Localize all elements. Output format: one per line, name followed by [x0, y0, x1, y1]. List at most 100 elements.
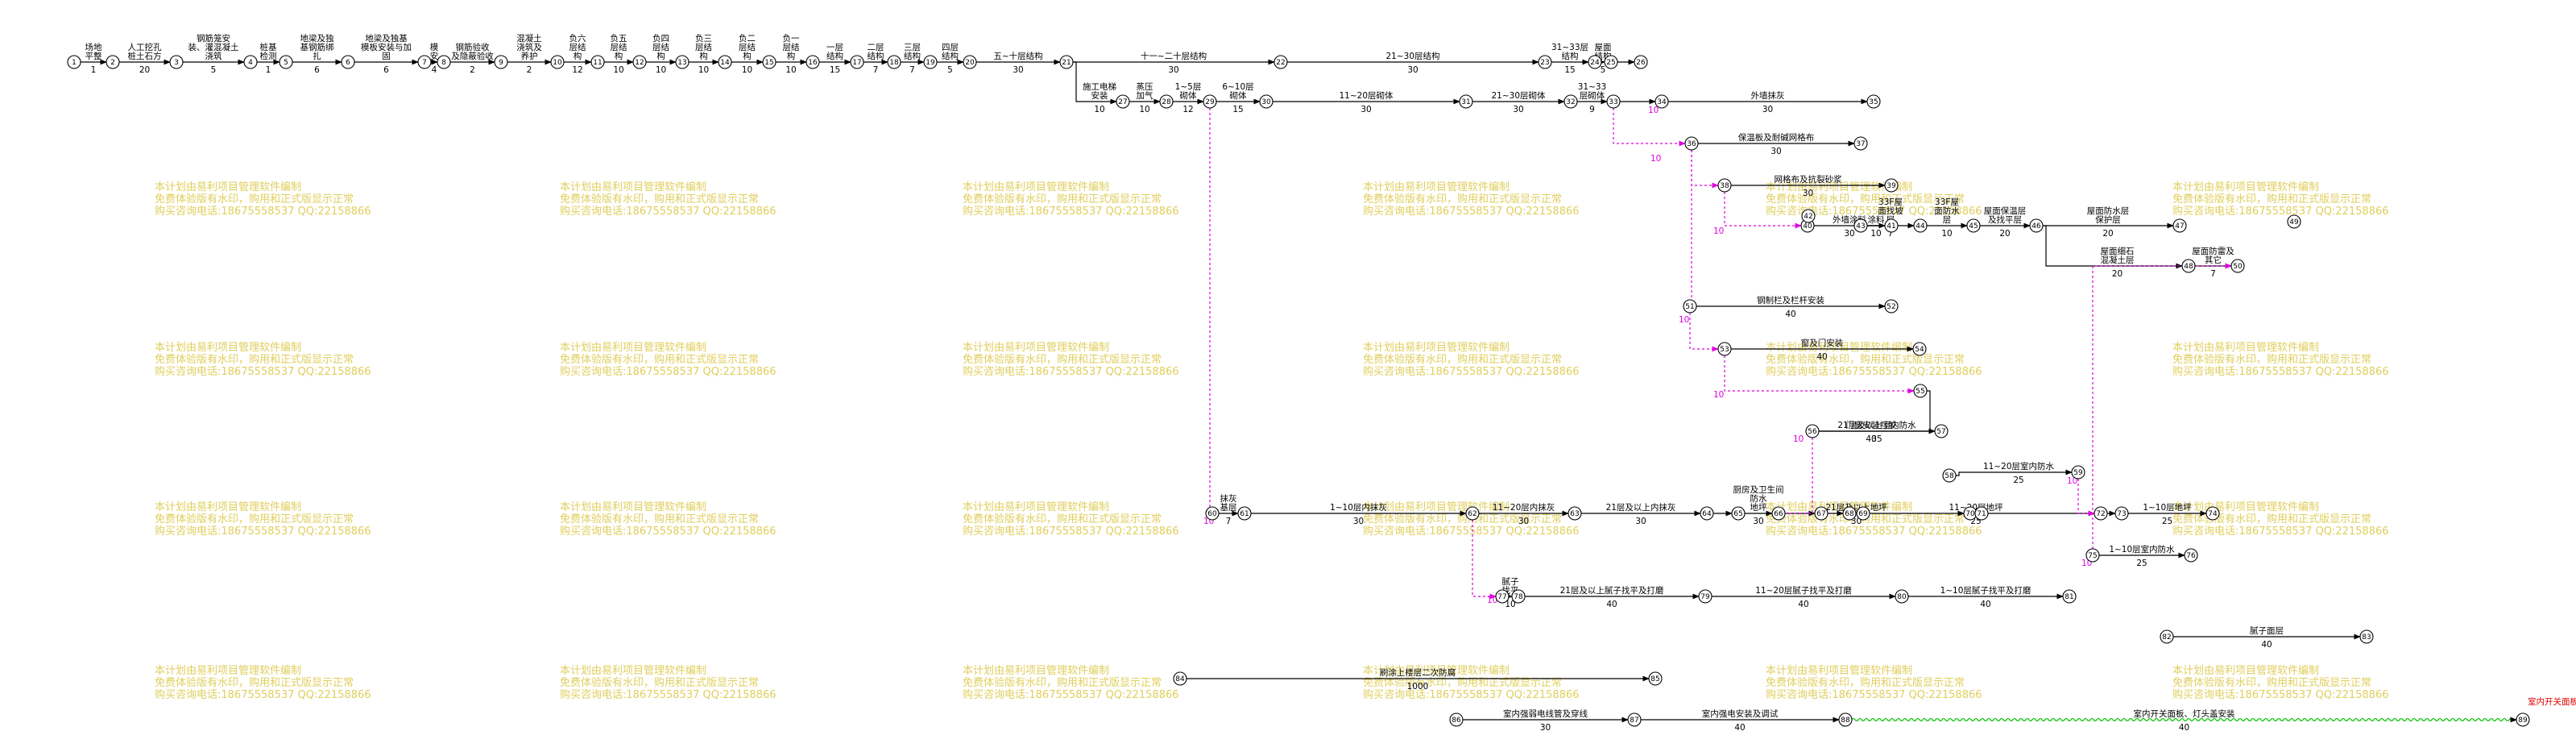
watermark-text: 免费体验版有水印，购用和正式版显示正常	[560, 353, 759, 366]
activity-name: 屋面细石	[2101, 246, 2135, 256]
node-number: 3	[174, 59, 179, 67]
node-circle	[1449, 712, 1464, 727]
activity-name: 31~33	[1578, 82, 1607, 92]
event-node: 88	[1838, 712, 1853, 727]
activity-name: 混凝土层	[2101, 255, 2135, 265]
activity-name: 层结	[652, 42, 669, 52]
node-circle	[2184, 548, 2198, 563]
activity-name: 加气	[1137, 90, 1154, 101]
node-circle	[1974, 506, 1989, 521]
watermark-text: 购买咨询电话:18675558537 QQ:22158866	[560, 205, 777, 218]
event-node: 80	[1895, 589, 1909, 604]
node-circle	[1683, 299, 1697, 314]
activity-name: 其它	[2205, 255, 2222, 265]
event-node: 16	[806, 55, 820, 69]
watermark-layer: 本计划由易利项目管理软件编制免费体验版有水印，购用和正式版显示正常购买咨询电话:…	[155, 181, 2389, 701]
node-number: 22	[1276, 59, 1285, 67]
node-circle	[494, 55, 508, 69]
event-node: 81	[2062, 589, 2077, 604]
node-circle	[2085, 548, 2100, 563]
node-circle	[1173, 671, 1187, 686]
node-circle	[2172, 218, 2187, 233]
activity-name: 构	[699, 51, 708, 61]
watermark-text: 本计划由易利项目管理软件编制	[155, 181, 301, 193]
activity-name: 地坪	[1750, 502, 1768, 513]
watermark-text: 购买咨询电话:18675558537 QQ:22158866	[963, 525, 1179, 538]
node-circle	[1538, 55, 1552, 69]
node-circle	[1588, 55, 1602, 69]
node-number: 25	[1606, 59, 1615, 67]
event-node: 75	[2085, 548, 2100, 563]
free-float-label: 10	[2067, 476, 2077, 486]
watermark-text: 本计划由易利项目管理软件编制	[155, 665, 301, 677]
activity-duration: 6	[383, 65, 389, 75]
watermark: 本计划由易利项目管理软件编制免费体验版有水印，购用和正式版显示正常购买咨询电话:…	[2172, 501, 2389, 538]
node-number: 1	[72, 59, 77, 67]
dummy-line	[1613, 108, 1686, 147]
event-node: 22	[1274, 55, 1288, 69]
activity-name: 31~33层	[1551, 43, 1588, 52]
activity-name: 砌体	[1230, 91, 1248, 101]
activity-duration: 40	[1866, 434, 1876, 444]
dummy-line	[1472, 520, 1497, 600]
activity-duration: 30	[1540, 723, 1551, 731]
watermark-text: 免费体验版有水印，购用和正式版显示正常	[963, 513, 1162, 525]
node-circle	[675, 55, 690, 69]
node-circle	[1866, 94, 1881, 109]
node-number: 86	[1452, 716, 1461, 725]
node-number: 17	[852, 59, 861, 67]
activity-name: 钢制栏及栏杆安装	[1757, 295, 1824, 305]
node-number: 42	[1804, 213, 1812, 221]
watermark-text: 免费体验版有水印，购用和正式版显示正常	[560, 676, 759, 689]
watermark-text: 免费体验版有水印，购用和正式版显示正常	[560, 193, 759, 206]
watermark: 本计划由易利项目管理软件编制免费体验版有水印，购用和正式版显示正常购买咨询电话:…	[560, 181, 777, 218]
activity-duration: 40	[2261, 640, 2272, 650]
node-number: 38	[1720, 182, 1729, 190]
watermark: 本计划由易利项目管理软件编制免费体验版有水印，购用和正式版显示正常购买咨询电话:…	[963, 342, 1179, 378]
node-circle	[2094, 506, 2108, 521]
node-number: 35	[1869, 98, 1878, 106]
node-number: 5	[284, 59, 288, 67]
watermark-text: 购买咨询电话:18675558537 QQ:22158866	[155, 525, 371, 538]
node-circle	[1465, 506, 1480, 521]
event-node: 33	[1606, 94, 1621, 109]
node-number: 53	[1720, 346, 1729, 354]
activity-duration: 30	[1168, 65, 1178, 75]
activity-duration: 30	[1360, 105, 1371, 114]
watermark-text: 本计划由易利项目管理软件编制	[1363, 181, 1510, 193]
dummy-arrow	[1771, 438, 1813, 517]
event-node: 19	[923, 55, 938, 69]
event-node: 58	[1942, 468, 1957, 483]
activity-name: 二层	[868, 43, 884, 52]
watermark-text: 本计划由易利项目管理软件编制	[963, 665, 1109, 677]
activity-name: 扎	[313, 51, 321, 61]
node-number: 66	[1774, 510, 1783, 518]
node-number: 56	[1808, 428, 1817, 436]
node-circle	[106, 55, 120, 69]
node-circle	[1563, 94, 1578, 109]
node-number: 2	[110, 59, 115, 67]
node-number: 88	[1841, 716, 1850, 725]
activity-name: 构	[656, 51, 665, 61]
activity-duration: 7	[1888, 229, 1894, 239]
arrow-line	[1073, 61, 1117, 105]
activity-duration: 5	[1601, 65, 1606, 75]
event-node: 74	[2205, 506, 2220, 521]
event-node: 65	[1731, 506, 1746, 521]
activity-name: 11~20层内抹灰	[1493, 502, 1555, 513]
event-node: 86	[1449, 712, 1464, 727]
activity-duration: 40	[1980, 600, 1990, 609]
node-number: 7	[422, 59, 427, 67]
dummy-line	[1683, 150, 1692, 309]
node-circle	[1627, 712, 1642, 727]
watermark: 本计划由易利项目管理软件编制免费体验版有水印，购用和正式版显示正常购买咨询电话:…	[155, 665, 371, 701]
event-node: 25	[1604, 55, 1618, 69]
node-circle	[1634, 55, 1648, 69]
